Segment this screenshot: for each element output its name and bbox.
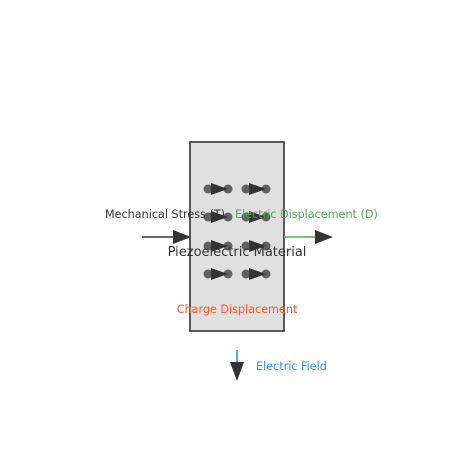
dipole-arrow-icon (241, 268, 271, 280)
dipole-arrow-icon (241, 240, 271, 252)
displacement-label: Electric Displacement (D) (235, 208, 378, 221)
piezoelectric-material-block (189, 141, 285, 332)
dipoles (203, 183, 271, 280)
material-label: Piezoelectric Material (168, 245, 307, 260)
dipole-arrow-icon (203, 211, 233, 223)
dipole-arrow-icon (203, 268, 233, 280)
stress-arrow (142, 230, 191, 244)
charge-label: Charge Displacement (177, 303, 298, 316)
dipole-arrow-icon (203, 183, 233, 195)
dipole-arrow-icon (241, 211, 271, 223)
stress-label: Mechanical Stress (T) (105, 208, 225, 221)
displacement-arrow (284, 230, 333, 244)
dipole-arrow-icon (241, 183, 271, 195)
triangle-arrowhead-icon (173, 230, 191, 244)
triangle-arrowhead-icon (315, 230, 333, 244)
dipole-arrow-icon (203, 240, 233, 252)
triangle-arrowhead-icon (230, 362, 244, 381)
field-label: Electric Field (256, 360, 327, 373)
field-arrow (230, 350, 244, 381)
